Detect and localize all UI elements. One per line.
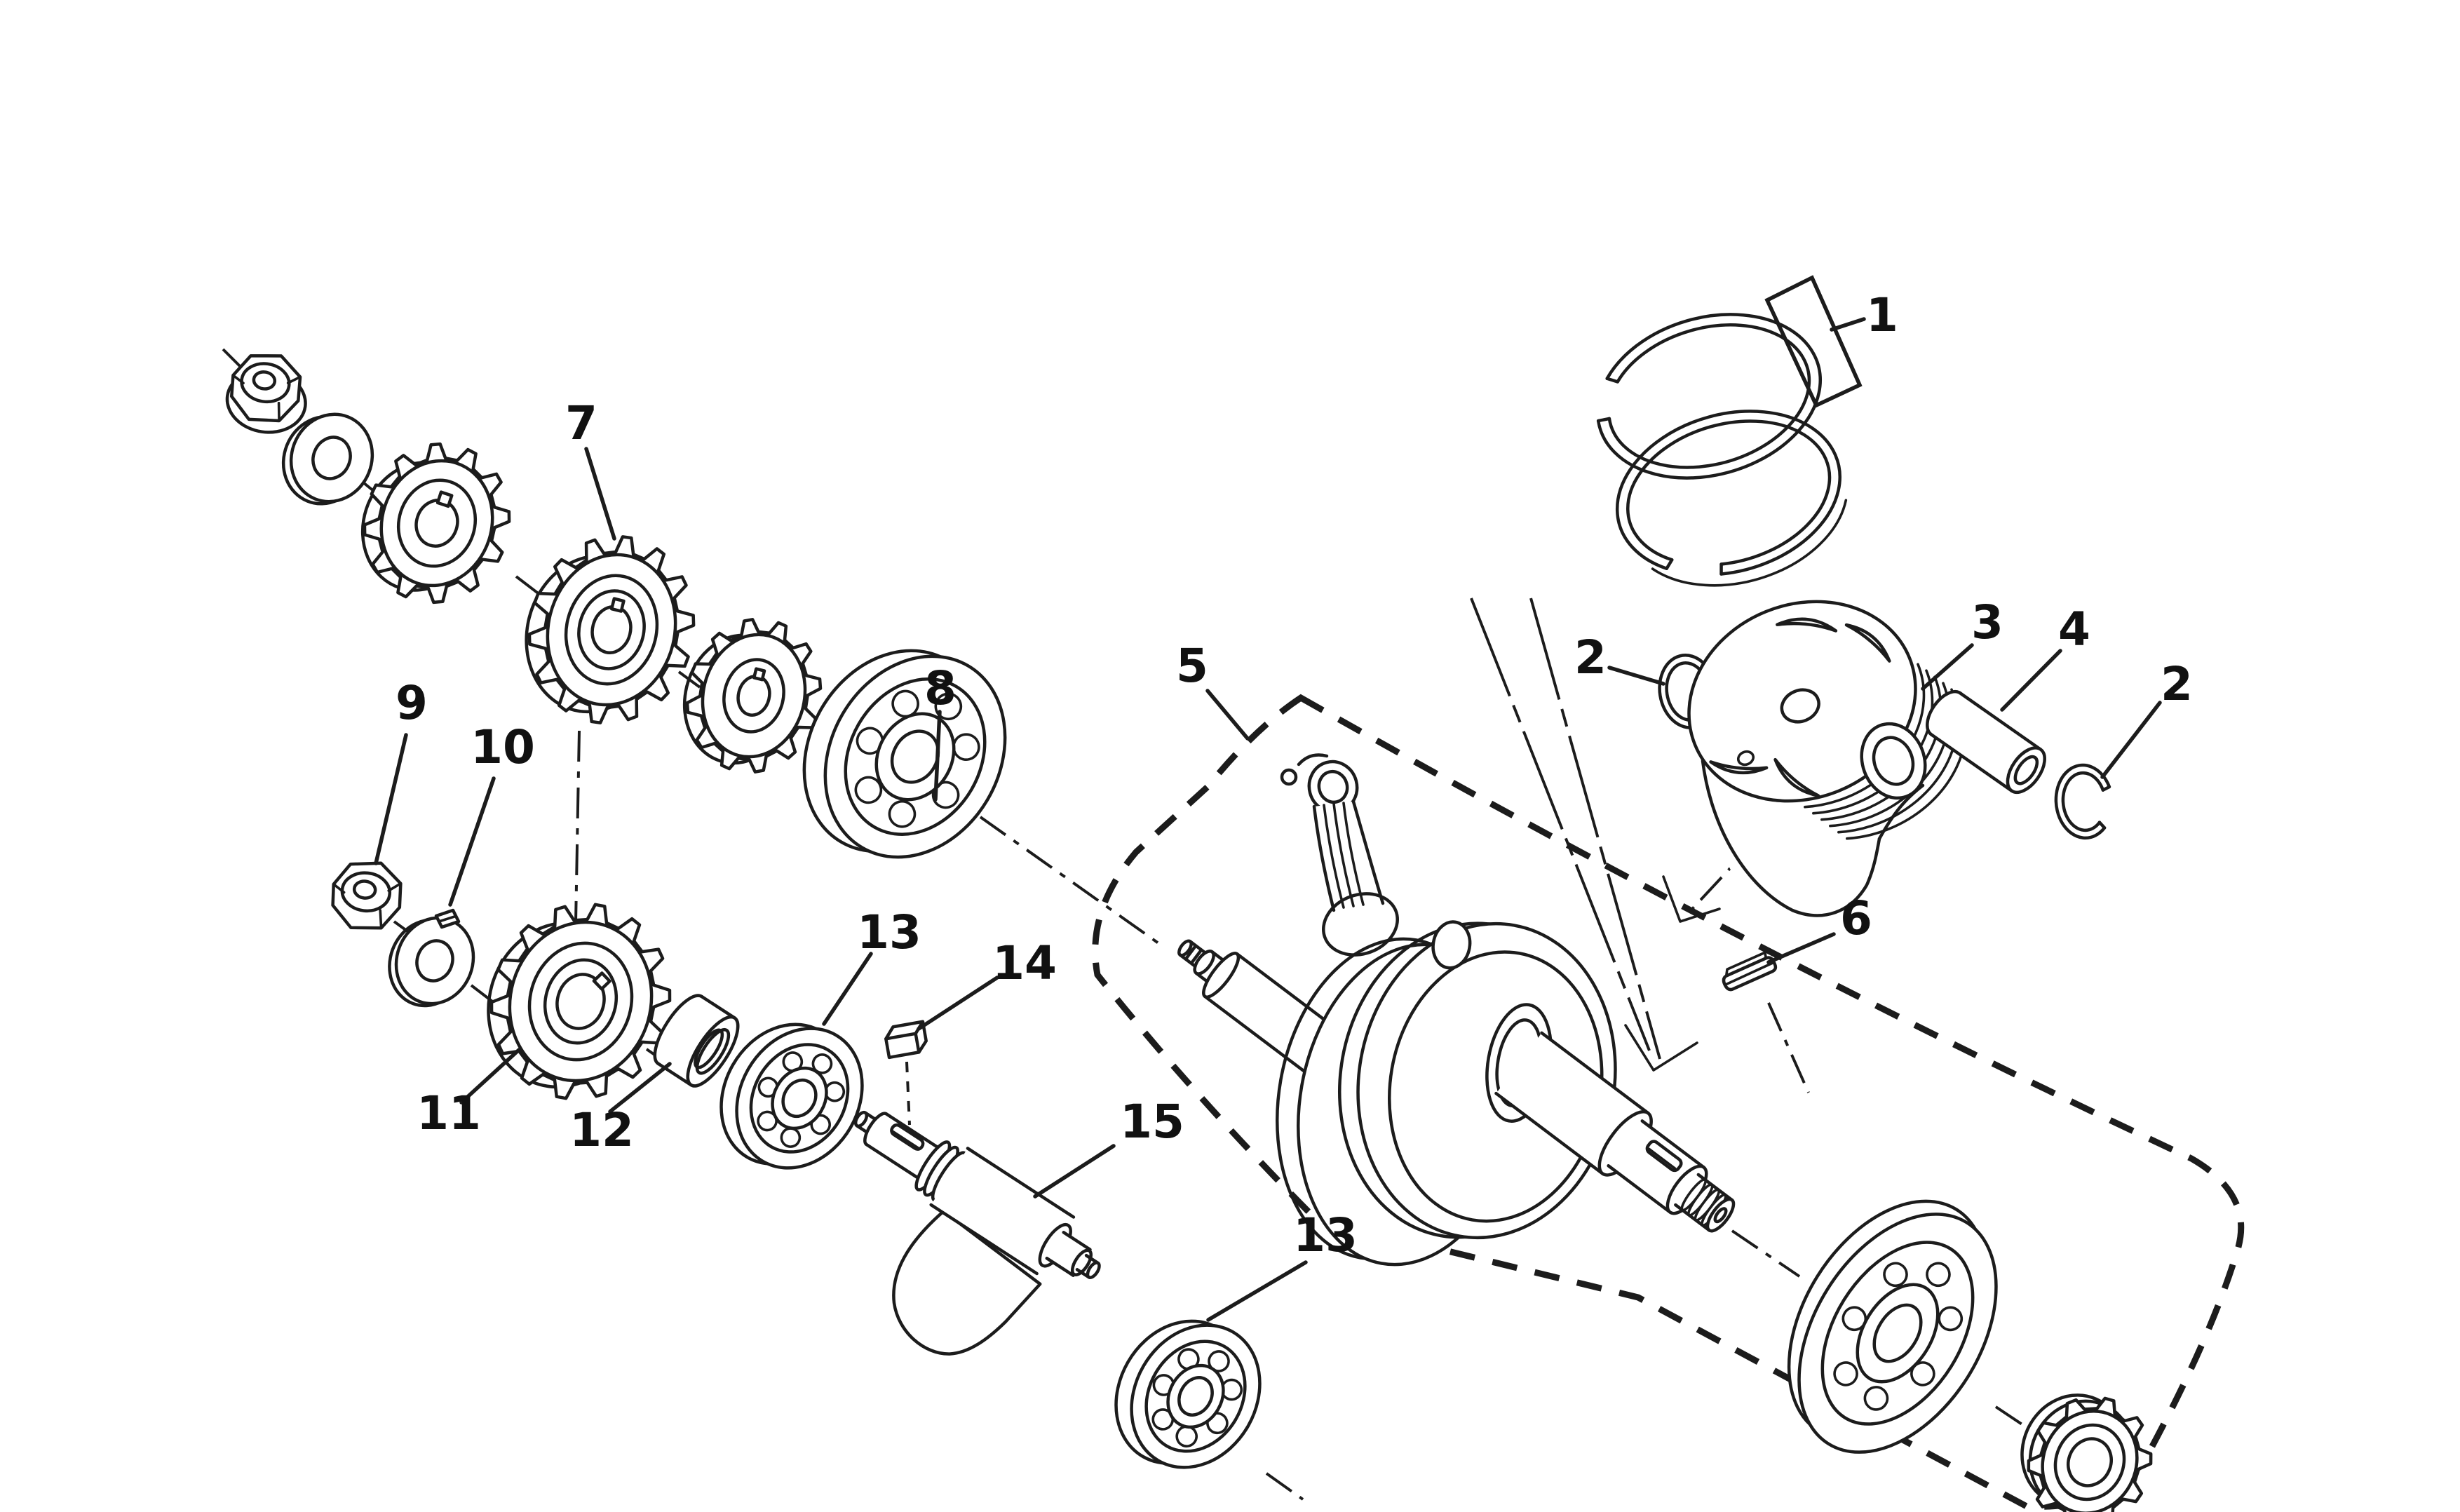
circlip [2054,763,2111,840]
key14-alignment-line [905,1061,911,1126]
callout-12: 12 [569,1103,634,1157]
bearing-ball [854,776,883,804]
crankshaft-assembly [1177,753,1736,1267]
callout-2: 2 [1574,630,1607,684]
ball-bearing-balance-right [1114,1319,1262,1469]
callout-1: 1 [1866,288,1898,342]
balance-shaft-gear [487,903,672,1100]
callout-9: 9 [396,676,428,730]
key6-alignment-line [1767,1002,1810,1093]
callout-5: 5 [1176,639,1208,693]
callout-7: 7 [565,396,597,450]
bearing-ball [1177,1348,1200,1370]
ball-bearing-balance-left [719,1022,864,1170]
bearing-ball [782,1051,804,1072]
bearing-ball [757,1110,778,1132]
bearing-ball [1883,1262,1908,1288]
bearing-ball [891,689,919,718]
bracket-1 [1764,275,1866,408]
piston-ring-lower [1615,410,1848,587]
bearing-ball [1833,1361,1858,1386]
callout-6: 6 [1840,891,1872,945]
bearing-ball [1938,1306,1964,1332]
callout-10: 10 [471,720,535,774]
callout-3: 3 [1971,595,2003,649]
bearing-ball [934,692,963,721]
woodruff-key [1722,951,1778,992]
flange-nut [225,354,307,434]
callout-labels: 1 2 2 3 4 5 6 7 8 9 10 11 12 13 13 14 15 [396,288,2193,1262]
balance-shaft [853,1110,1101,1356]
ball-bearing-main [802,649,1007,859]
washer [281,412,374,506]
callout-13: 13 [1293,1208,1358,1262]
primary-drive-gear [360,442,511,605]
piston-pin-boss [1860,722,1927,800]
bearing-ball [1863,1386,1889,1411]
camshaft-drive-gear [525,535,696,724]
callout-4: 4 [2058,602,2090,656]
callout-11: 11 [417,1086,481,1140]
callout-15: 15 [1120,1095,1184,1149]
bearing-ball [952,733,980,761]
bearing-ball [888,799,917,828]
gear-alignment-line [574,730,581,924]
callout-13: 13 [857,905,921,959]
callout-8: 8 [924,661,957,715]
timing-sprocket [2020,1393,2153,1512]
bearing-ball [1926,1262,1951,1288]
callout-14: 14 [992,936,1057,990]
nut [331,861,403,930]
ball-bearing-right-main [1787,1199,1998,1454]
connecting-rod [1280,753,1399,957]
callout-2: 2 [2161,657,2193,711]
piston-ring-top [1596,313,1822,480]
piston-pin [1926,689,2046,795]
callout-leaders [374,275,2162,1322]
lock-washer [388,908,475,1008]
small-timing-gear [682,618,823,774]
